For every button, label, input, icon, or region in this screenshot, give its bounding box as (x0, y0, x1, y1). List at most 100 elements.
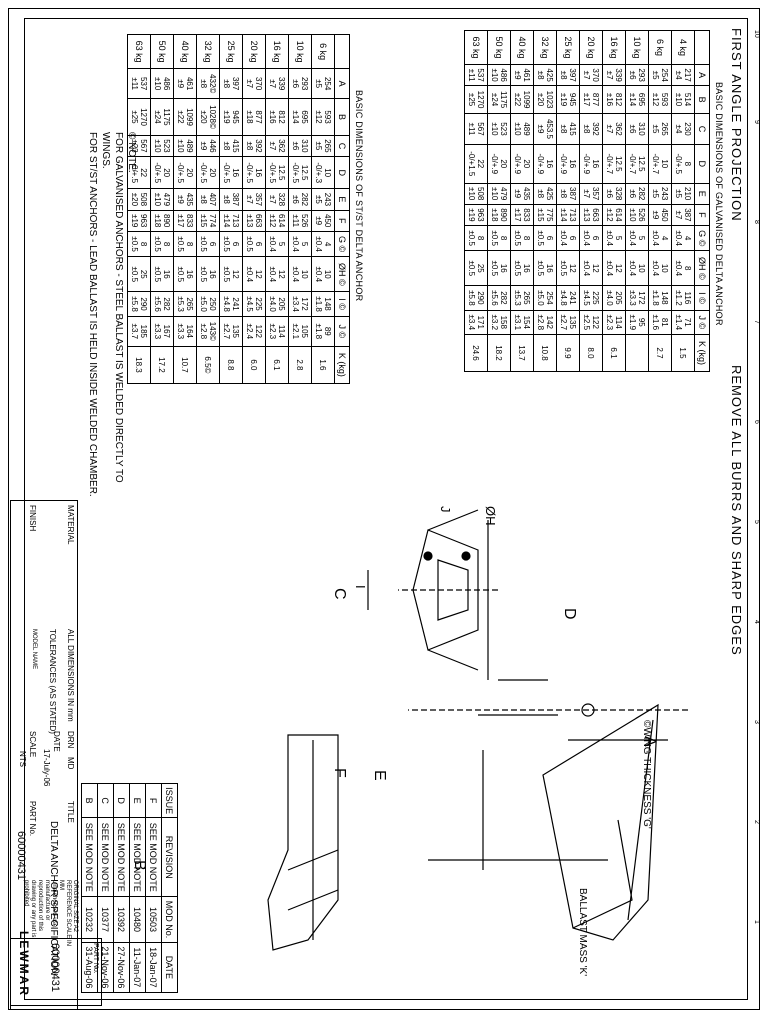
dimension-cell: 12.5 -0/+.5 (288, 156, 312, 189)
column-header: E (334, 188, 350, 211)
dimension-cell: 95 ±1.9 (625, 310, 649, 335)
dimension-cell: 205 ±4.0 (265, 291, 289, 317)
revision-cell: 11-Jan-07 (129, 942, 146, 993)
dimension-cell: 1023 ±20 (533, 85, 557, 114)
ruler-mark: 8 (753, 220, 760, 224)
title-block: MATERIAL FINISH ALL DIMENSIONS IN mm TOL… (10, 500, 78, 1010)
dimension-cell: 225 ±4.5 (242, 291, 266, 317)
dimension-cell: 6.5© (196, 346, 220, 384)
revision-cell: C (97, 783, 114, 818)
dimension-cell: 695 ±14 (625, 85, 649, 114)
all-dimensions-label: ALL DIMENSIONS IN mm (66, 629, 75, 722)
dimension-cell: 8 ±0.5 (510, 225, 534, 251)
dimension-cell: 164 ±3.3 (173, 316, 197, 347)
dimension-cell: 523 ±10 (487, 113, 511, 145)
dimension-cell: 461 ±9 (173, 68, 197, 99)
column-header: K (kg) (694, 334, 710, 372)
dimension-cell: 453.5 ±9 (533, 113, 557, 145)
column-header: B (694, 85, 710, 114)
dimension-cell: 479 ±10 (487, 183, 511, 205)
dimension-cell: 6 ±0.5 (196, 231, 220, 257)
anchor-size-cell: 32 kg (533, 30, 557, 65)
anchor-size-cell: 40 kg (173, 34, 197, 69)
ruler-mark: 9 (753, 120, 760, 124)
anchor-size-cell: 16 kg (265, 34, 289, 69)
dimension-cell: 250 ±5.0 (196, 291, 220, 317)
dimension-cell: 16 ±0.5 (150, 256, 174, 292)
dimension-cell: 775 ±15 (533, 204, 557, 226)
dimension-cell: 695 ±14 (288, 98, 312, 136)
dimension-cell: 663 ±13 (579, 204, 603, 226)
dimension-cell: 1270 ±25 (127, 98, 151, 136)
dimension-cell: 6.1 (265, 346, 289, 384)
dimension-cell: 357 ±7 (242, 188, 266, 211)
dimension-cell: 357 ±7 (579, 183, 603, 205)
dimension-cell: 890 ±18 (150, 210, 174, 232)
anchor-size-cell: 63 kg (127, 34, 151, 69)
dimension-cell: 122 ±2.5 (579, 310, 603, 335)
revision-cell: F (145, 783, 162, 818)
material-label: MATERIAL (66, 505, 75, 545)
dimension-cell: 16 -0/+.9 (533, 144, 557, 184)
dimension-cell: 265 ±5.3 (510, 285, 534, 311)
dimension-cell: 154 ±3.1 (510, 310, 534, 335)
dimension-cell: 282 ±6 (625, 183, 649, 205)
dimension-cell: 435 ±9 (173, 188, 197, 211)
dimension-cell: 8 ±0.5 (487, 225, 511, 251)
dimension-cell: 6 ±0.5 (242, 231, 266, 257)
note-line-2: FOR ST/ST ANCHORS - LEAD BALLAST IS HELD… (87, 132, 98, 497)
dimension-cell: 6 ±0.5 (219, 231, 243, 257)
revision-cell: 18-Jan-07 (145, 942, 162, 993)
column-header: E (694, 183, 710, 205)
anchor-size-cell: 32 kg (196, 34, 220, 69)
dimension-cell: 158 ±3.2 (487, 310, 511, 335)
column-header: D (334, 156, 350, 189)
dimension-cell: 1175 ±24 (150, 98, 174, 136)
dimension-cell: 18.2 (487, 334, 511, 372)
dimension-cell: 890 ±18 (487, 204, 511, 226)
dimension-cell: 1099 ±22 (510, 85, 534, 114)
dimension-cell: 833 ±17 (173, 210, 197, 232)
scale-value: NTS (18, 751, 27, 767)
dimension-cell: 432© ±8 (196, 68, 220, 99)
dimension-cell: 265 ±5 (311, 135, 335, 157)
dimension-cell: 8 ±0.4 (671, 250, 695, 286)
dimension-cell: 6 ±0.4 (556, 225, 580, 251)
dimension-cell: 148 ±1.8 (648, 285, 672, 311)
anchor-size-cell: 40 kg (510, 30, 534, 65)
dimension-cell: 265 ±5.3 (173, 291, 197, 317)
dimension-cell: 114 ±2.3 (265, 316, 289, 347)
dimension-cell: 8 ±0.5 (464, 225, 488, 251)
model-name-label: MODEL NAME (31, 629, 37, 670)
anchor-size-cell: 63 kg (464, 30, 488, 65)
column-header: A (694, 64, 710, 86)
front-view (398, 509, 498, 680)
dimension-cell: 713 ±14 (219, 210, 243, 232)
dimension-cell: 392 ±8 (579, 113, 603, 145)
dimension-cell: 265 ±5 (648, 113, 672, 145)
column-header: K (kg) (334, 346, 350, 384)
dimension-cell: 16 ±0.5 (196, 256, 220, 292)
dimension-cell: 290 ±5.8 (464, 285, 488, 311)
ruler-top: 10 9 8 7 6 5 4 3 2 1 (748, 20, 760, 1000)
dimension-cell: 16 ±0.5 (510, 250, 534, 286)
dimension-cell: 20 -0/+.5 (196, 156, 220, 189)
dimension-cell: 328 ±7 (265, 188, 289, 211)
column-header: I © (334, 291, 350, 317)
ruler-mark: 2 (753, 820, 760, 824)
dimension-cell: 5 ±0.4 (288, 231, 312, 257)
dimension-cell: 10 -0/+.3 (311, 156, 335, 189)
dimension-cell: 171 ±3.4 (464, 310, 488, 335)
dimension-cell: 339 ±7 (265, 68, 289, 99)
revision-cell: B (81, 783, 98, 818)
